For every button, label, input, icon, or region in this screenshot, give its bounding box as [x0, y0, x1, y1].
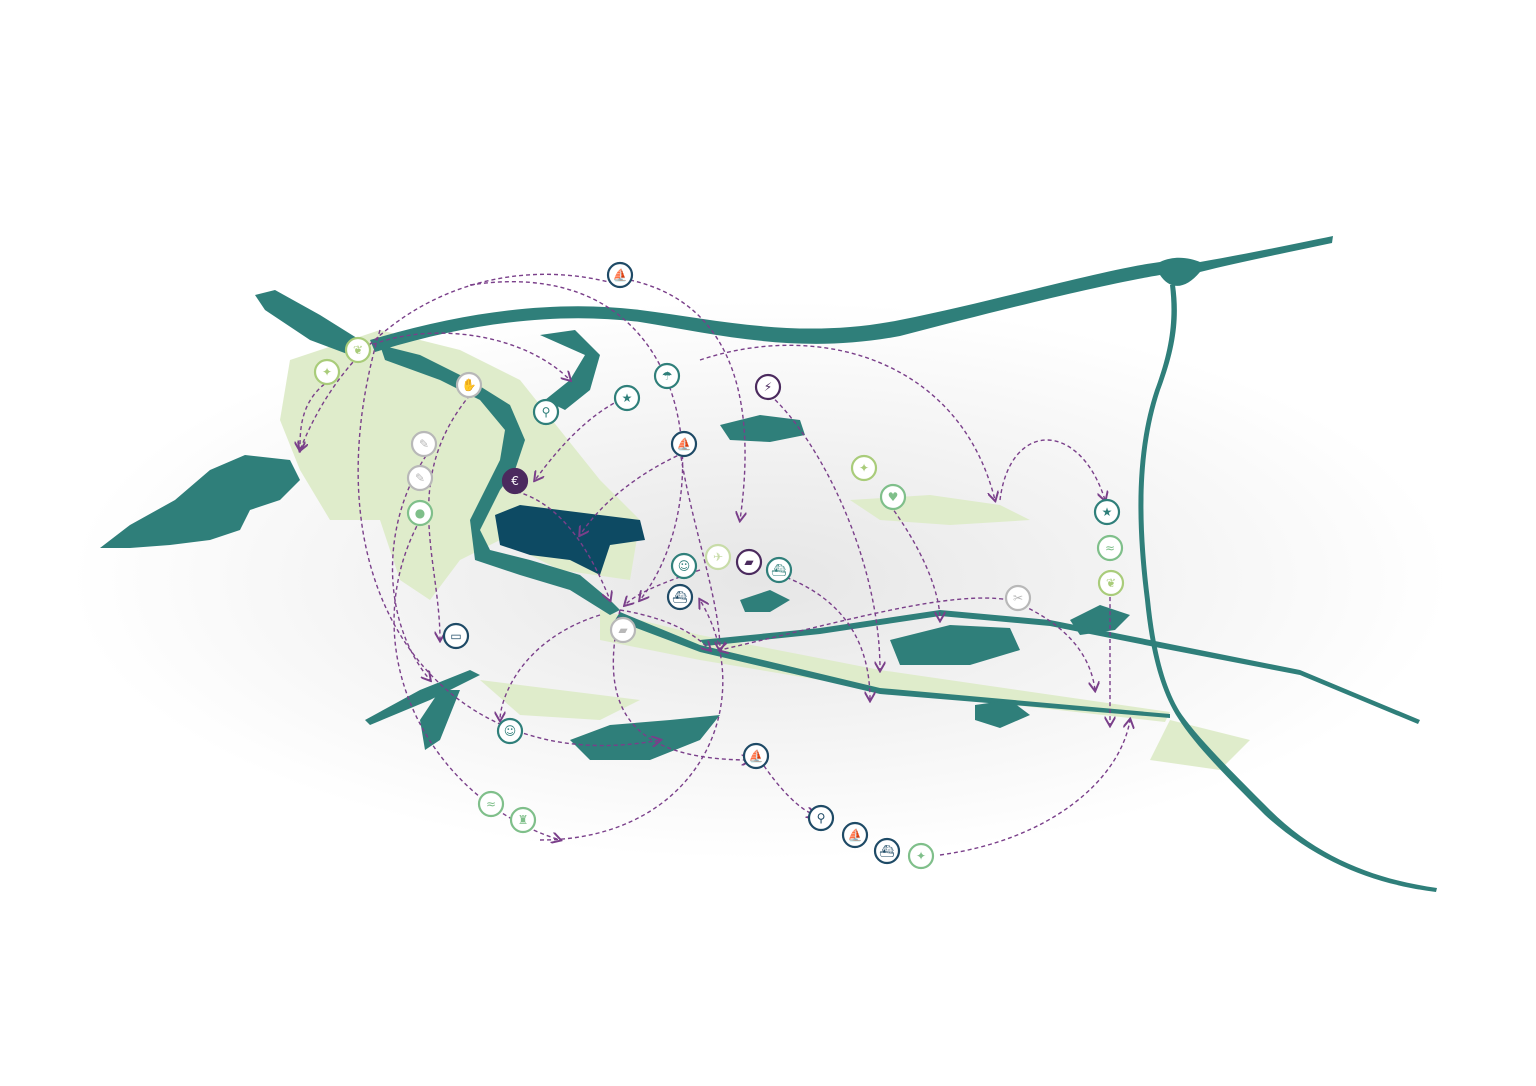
restaurant-icon: ✂ [1004, 584, 1032, 612]
svg-text:€: € [511, 474, 519, 488]
ferry-icon: ⛴ [765, 556, 793, 584]
svg-text:✎: ✎ [415, 471, 425, 485]
svg-text:♜: ♜ [518, 813, 529, 827]
money-icon: € [501, 467, 529, 495]
northern-canal [370, 236, 1333, 352]
svg-text:✦: ✦ [916, 849, 926, 863]
svg-text:❦: ❦ [1106, 576, 1116, 590]
svg-text:⚲: ⚲ [542, 405, 551, 419]
svg-text:✋: ✋ [462, 378, 477, 392]
craft-icon: ✎ [410, 430, 438, 458]
ferry-icon: ⛴ [873, 837, 901, 865]
leaf-icon: ❦ [1097, 569, 1125, 597]
beach-icon: ☂ [653, 362, 681, 390]
food-icon: ● [406, 499, 434, 527]
starfish-icon: ★ [1093, 498, 1121, 526]
svg-text:★: ★ [1102, 505, 1113, 519]
svg-text:●: ● [415, 506, 425, 520]
water-tap-icon: ⚲ [532, 398, 560, 426]
svg-text:⚲: ⚲ [817, 811, 826, 825]
eastern-canal [1138, 285, 1437, 892]
hiking-icon: ✦ [907, 842, 935, 870]
svg-text:✦: ✦ [859, 461, 869, 475]
energy-icon: ⚡ [754, 373, 782, 401]
svg-text:⛴: ⛴ [771, 563, 786, 577]
bread-icon: ▰ [609, 616, 637, 644]
theatre-icon: ☺ [496, 717, 524, 745]
svg-text:⛵: ⛵ [848, 828, 863, 842]
svg-text:★: ★ [622, 391, 633, 405]
monument-icon: ♜ [509, 806, 537, 834]
svg-text:▰: ▰ [744, 555, 754, 569]
coastal-arm [255, 290, 360, 355]
ferry-icon: ⛴ [666, 583, 694, 611]
svg-text:☂: ☂ [662, 369, 673, 383]
main-river [380, 345, 620, 615]
svg-text:☺: ☺ [678, 559, 691, 573]
runner-icon: ✦ [850, 454, 878, 482]
svg-text:✦: ✦ [322, 365, 332, 379]
bird-icon: ✈ [704, 543, 732, 571]
svg-text:✈: ✈ [713, 550, 723, 564]
svg-text:⚡: ⚡ [764, 380, 772, 394]
leaf-icon: ❦ [344, 336, 372, 364]
sailing-icon: ⛵ [742, 742, 770, 770]
svg-text:✎: ✎ [419, 437, 429, 451]
sailing-icon: ⛵ [841, 821, 869, 849]
hand-icon: ✋ [455, 371, 483, 399]
water-bodies [100, 236, 1437, 892]
bus-icon: ▭ [442, 622, 470, 650]
svg-text:✂: ✂ [1013, 591, 1023, 605]
svg-text:❦: ❦ [353, 343, 363, 357]
sailing-icon: ⛵ [670, 430, 698, 458]
svg-text:⛵: ⛵ [677, 437, 692, 451]
flow-arrows [300, 273, 1130, 856]
inner-lake [495, 505, 645, 575]
bread-icon: ▰ [735, 548, 763, 576]
education-icon: ✎ [406, 464, 434, 492]
svg-text:♥: ♥ [888, 490, 899, 504]
svg-text:⛵: ⛵ [613, 268, 628, 282]
cycling-icon: ⚲ [807, 804, 835, 832]
svg-text:≈: ≈ [486, 797, 496, 811]
sailing-icon: ⛵ [606, 261, 634, 289]
activity-icons: ⛵ ❦ ✦ ✋ ⚲ ★ ☂ ⚡ ⛵ ✎ ✎ € ● ✦ ♥ ★ ≈ ❦ ☺ ✈ ▰ ⛴ ⛴ ▰ ✂ ▭ ☺ ≈ ♜ ⛵ ⚲ ⛵ ⛴ ✦ [313, 261, 1125, 870]
swimming-icon: ≈ [1096, 534, 1124, 562]
western-lakes [100, 455, 300, 548]
svg-text:▭: ▭ [450, 629, 461, 643]
health-icon: ♥ [879, 483, 907, 511]
svg-text:⛴: ⛴ [879, 844, 894, 858]
svg-text:≈: ≈ [1105, 541, 1115, 555]
swimming-icon: ≈ [477, 790, 505, 818]
svg-text:⛵: ⛵ [749, 749, 764, 763]
svg-text:▰: ▰ [618, 623, 628, 637]
svg-text:⛴: ⛴ [672, 590, 687, 604]
svg-text:☺: ☺ [504, 724, 517, 738]
walker-icon: ✦ [313, 358, 341, 386]
starfish-icon: ★ [613, 384, 641, 412]
theatre-icon: ☺ [670, 552, 698, 580]
